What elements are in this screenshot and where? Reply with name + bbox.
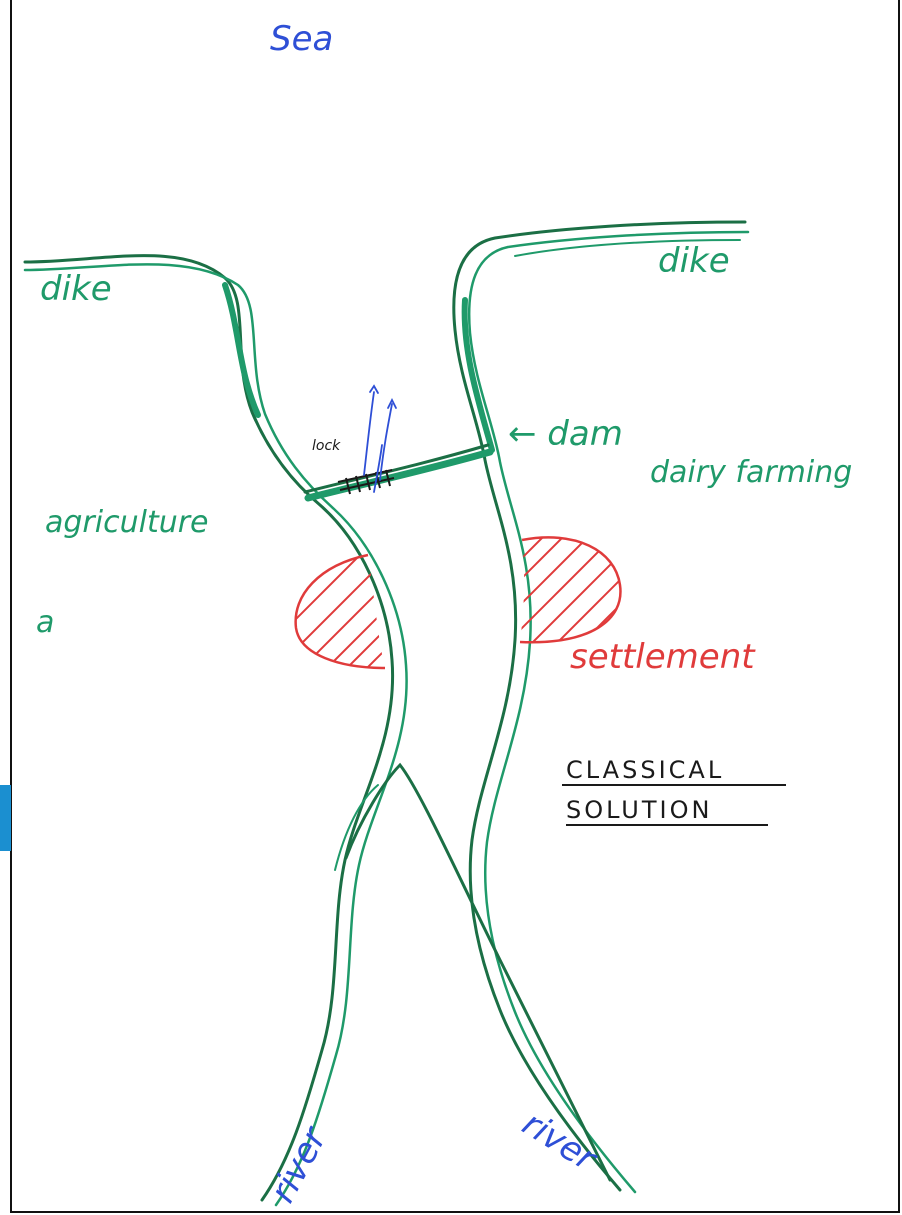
solution-line-2: SOLUTION [566,796,712,824]
dam-label: ← dam [508,414,623,454]
lock-label: lock [312,438,341,454]
sea-label: Sea [270,19,333,59]
right-dike-bank [454,222,748,1192]
river-fork [335,765,610,1180]
dike-label-left: dike [40,269,112,309]
a-label: a [36,605,54,640]
left-dike-bank [25,256,407,1205]
agriculture-label: agriculture [45,505,209,540]
dairy-farming-label: dairy farming [650,455,852,490]
settlement-label: settlement [570,637,756,677]
river-label-left: river [263,1119,336,1209]
classical-solution-title: CLASSICAL SOLUTION [562,756,786,825]
solution-line-1: CLASSICAL [566,756,724,784]
dike-label-right: dike [658,241,730,281]
